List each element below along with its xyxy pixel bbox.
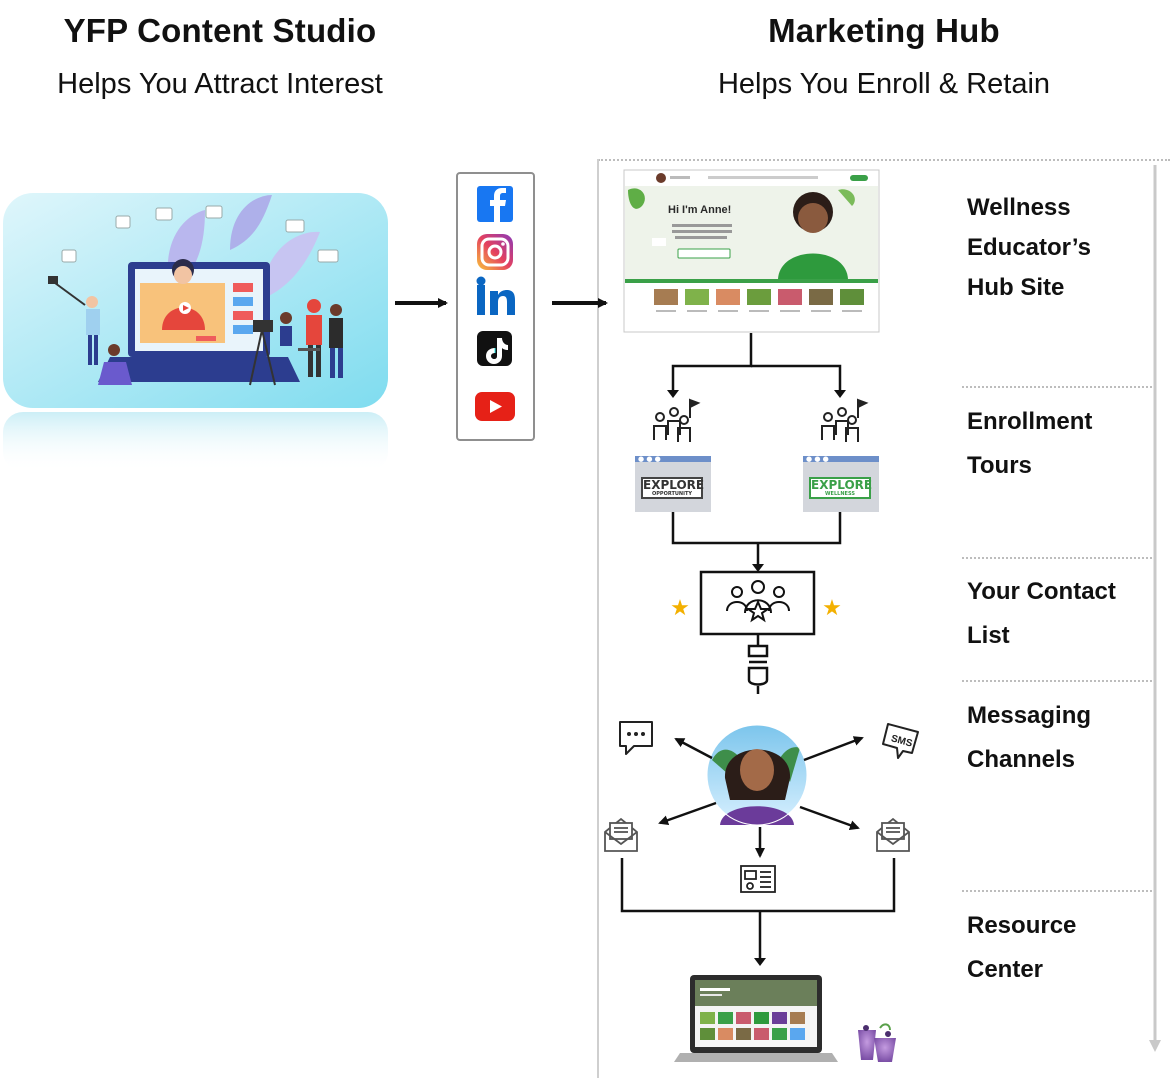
- section-label-contact-list: Your Contact List: [967, 578, 1116, 649]
- messaging-avatar: [706, 724, 808, 826]
- connectors-tours: [671, 333, 842, 392]
- section-label-messaging: Messaging Channels: [967, 702, 1092, 773]
- content-studio-title: YFP Content Studio: [63, 12, 377, 49]
- smoothie-image: [858, 1023, 896, 1062]
- chat-bubble-icon: [619, 721, 653, 755]
- content-studio-subtitle: Helps You Attract Interest: [57, 68, 383, 100]
- newsletter-icon: [740, 865, 776, 893]
- resource-center-laptop: [674, 975, 838, 1062]
- marketing-hub-subtitle: Helps You Enroll & Retain: [717, 68, 1051, 100]
- separator-top: [598, 159, 1170, 161]
- tour-card-wellness: ● ● ● EXPLORE WELLNESS: [803, 456, 879, 512]
- social-panel: [456, 172, 535, 441]
- tiktok-icon: [477, 331, 512, 366]
- hub-greeting: Hi I'm Anne!: [668, 204, 732, 216]
- window-dots: ● ● ●: [806, 455, 829, 463]
- separator-3: [962, 680, 1152, 682]
- plug-icon: [747, 634, 769, 694]
- section-label-enrollment-tours: Enrollment Tours: [967, 408, 1093, 479]
- timeline-arrow: [597, 159, 1161, 1078]
- section-label-hub-site: Wellness Educator’s Hub Site: [967, 194, 1092, 301]
- connectors-resource: [620, 858, 896, 960]
- contact-list-icon: [699, 570, 816, 636]
- linkedin-icon: [476, 276, 515, 315]
- separator-2: [962, 557, 1152, 559]
- email-icon-right: [876, 817, 910, 852]
- marketing-hub-title: Marketing Hub: [768, 12, 1000, 49]
- youtube-icon: [475, 392, 515, 421]
- separator-4: [962, 890, 1152, 892]
- email-icon-left: [604, 817, 638, 852]
- hub-site-screenshot: [623, 169, 880, 333]
- messaging-arrows: [658, 736, 864, 858]
- connectors-contact: [671, 512, 842, 566]
- star-icon-right: ★: [822, 595, 842, 620]
- explore-opportunity-button: EXPLORE OPPORTUNITY: [641, 477, 705, 499]
- separator-1: [962, 386, 1152, 388]
- content-studio-illustration: [3, 193, 388, 472]
- sms-icon: [882, 723, 919, 759]
- window-dots: ● ● ●: [638, 455, 661, 463]
- star-icon-left: ★: [670, 595, 690, 620]
- explore-wellness-button: EXPLORE WELLNESS: [809, 477, 873, 499]
- instagram-icon: [477, 234, 513, 270]
- section-label-resource-center: Resource Center: [967, 912, 1077, 983]
- tour-card-opportunity: ● ● ● EXPLORE OPPORTUNITY: [635, 456, 711, 512]
- tour-group-icon: [653, 398, 869, 442]
- facebook-icon: [477, 186, 513, 222]
